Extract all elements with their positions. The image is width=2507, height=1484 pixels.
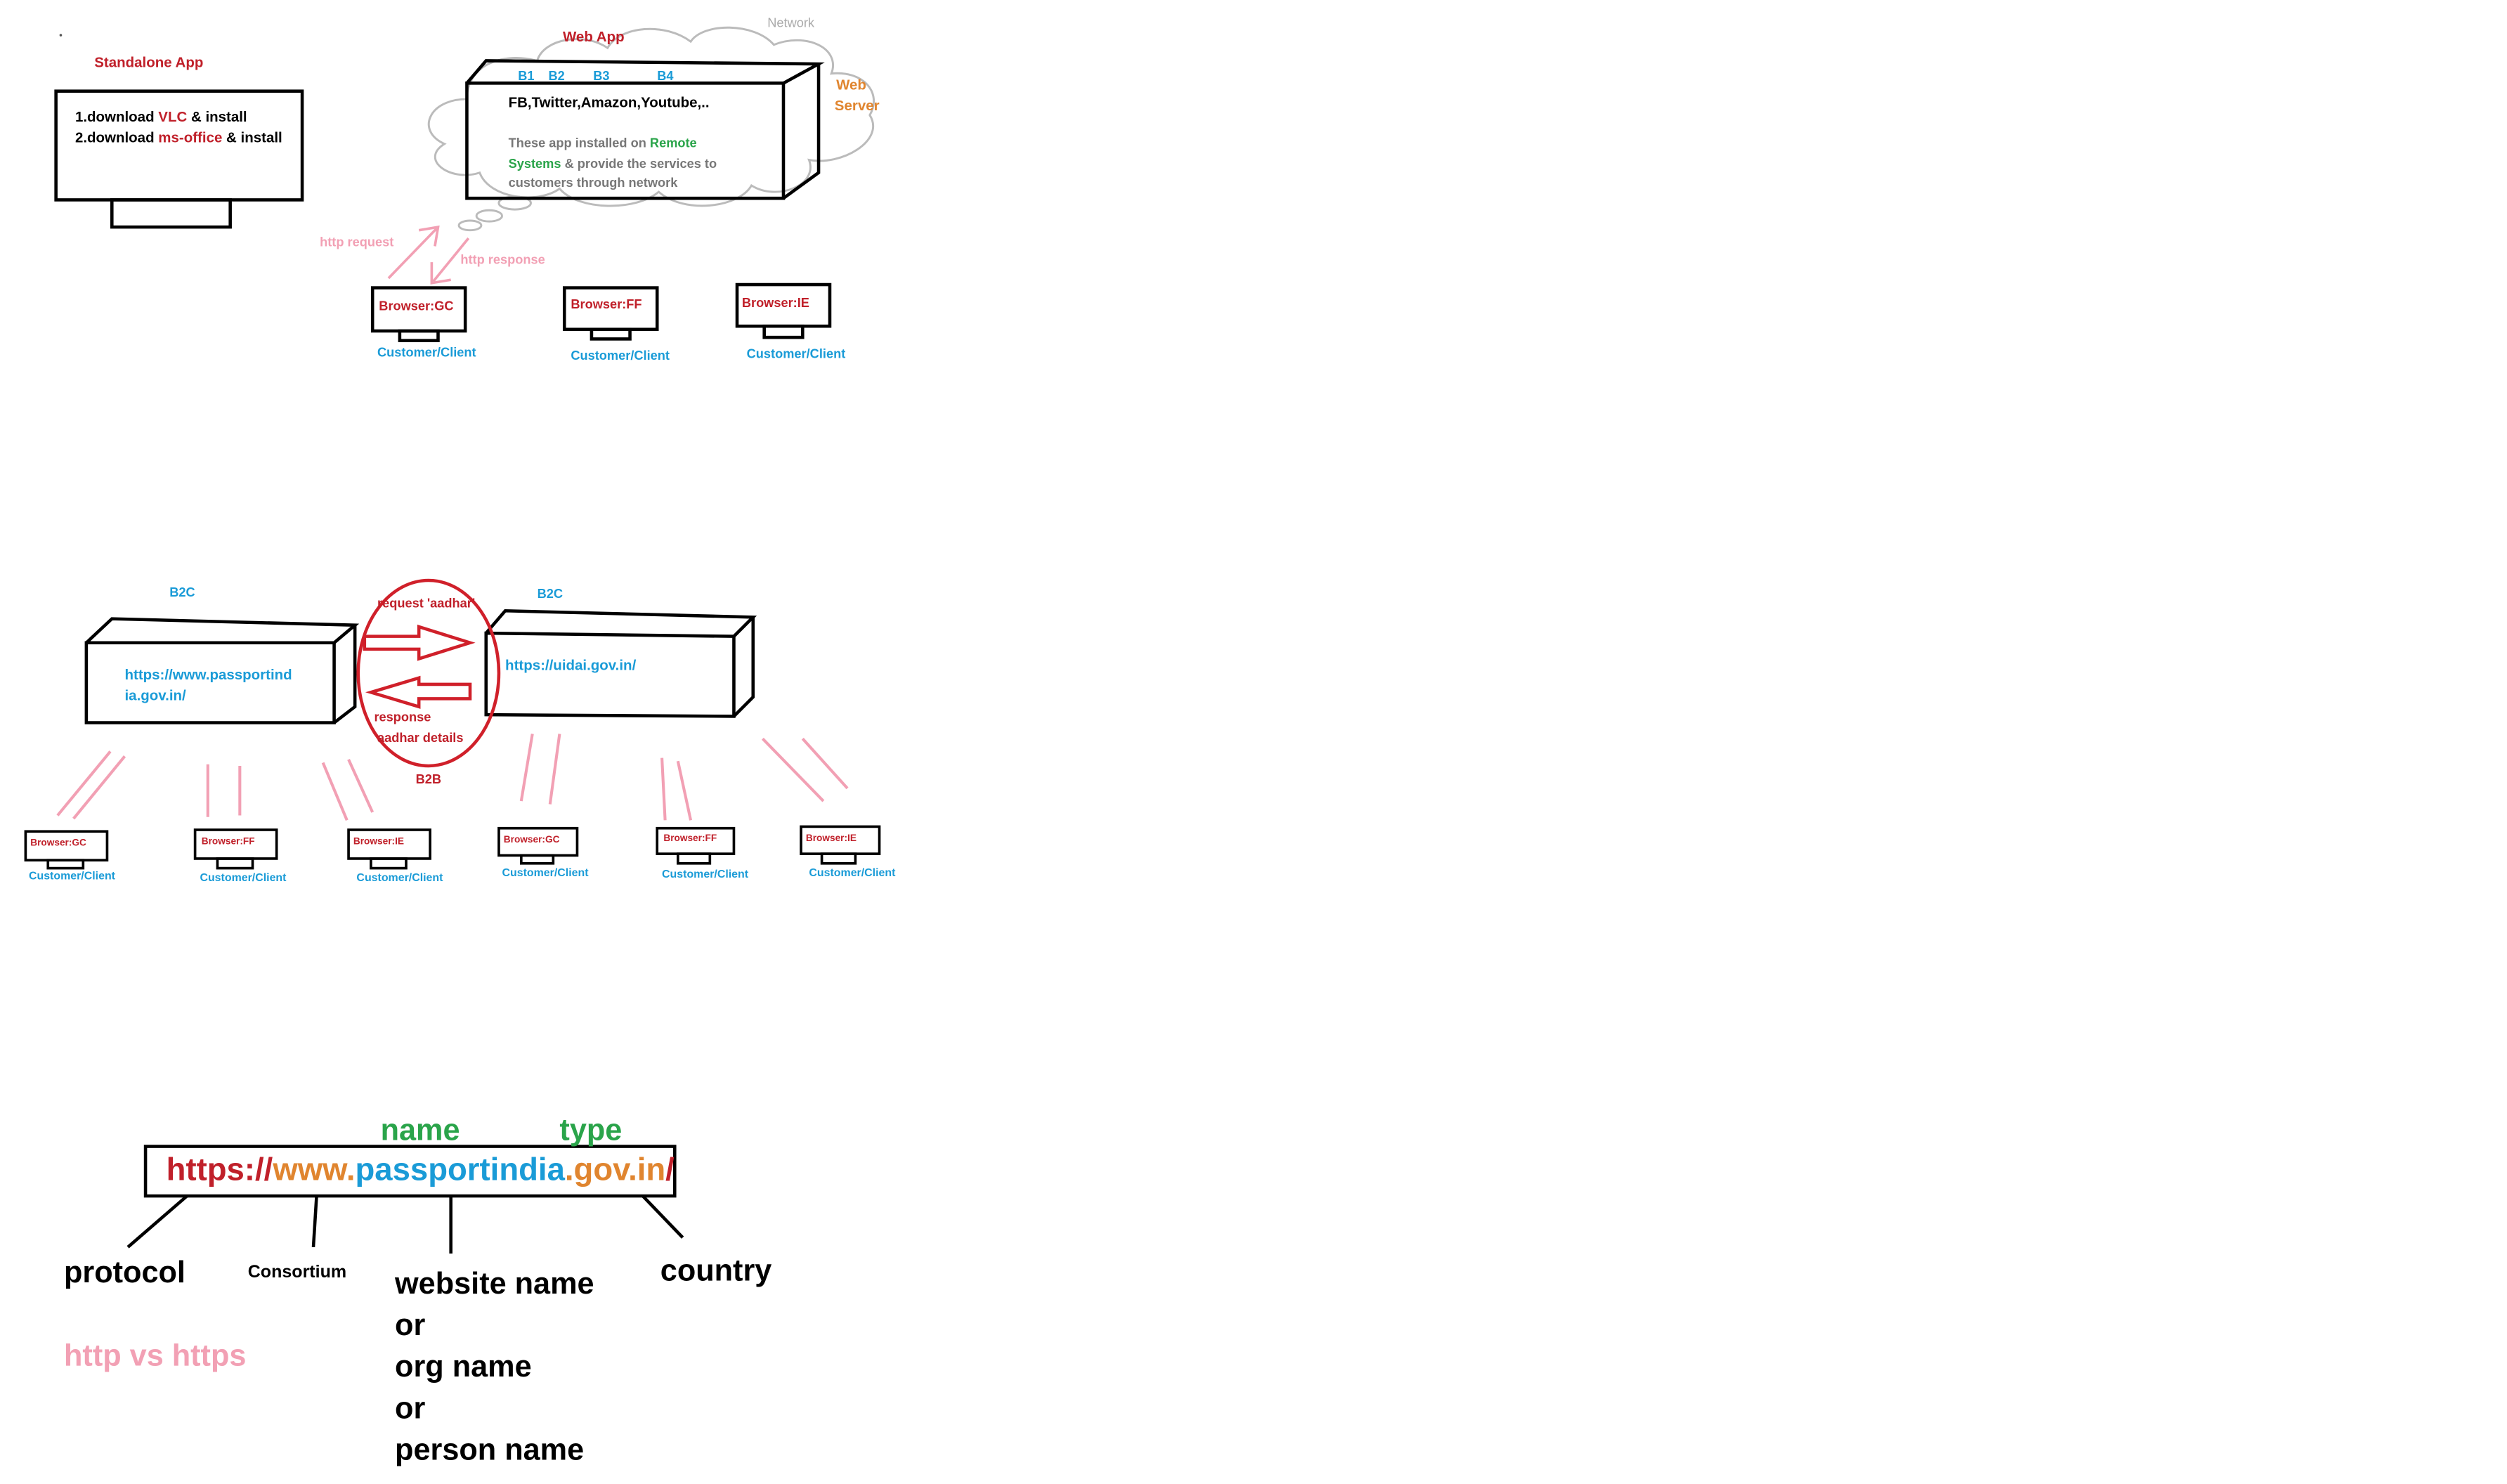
bottom-browser-6: Browser:IE bbox=[805, 834, 857, 845]
bottom-browser-5: Browser:FF bbox=[663, 834, 717, 845]
msoffice-highlight: ms-office bbox=[158, 129, 223, 146]
passport-server-box bbox=[84, 617, 360, 724]
client-role-2: Customer/Client bbox=[571, 349, 670, 363]
http-response-label: http response bbox=[460, 252, 545, 268]
browser-tag-b1: B1 bbox=[518, 68, 535, 84]
request-aadhar-label: request 'aadhar' bbox=[377, 596, 476, 611]
client-connection-lines bbox=[56, 734, 849, 821]
b2b-tag: B2B bbox=[415, 772, 442, 787]
bottom-role-3: Customer/Client bbox=[356, 873, 443, 885]
standalone-monitor bbox=[54, 89, 304, 229]
client-role-3: Customer/Client bbox=[746, 346, 846, 362]
uidai-url: https://uidai.gov.in/ bbox=[505, 657, 637, 673]
http-arrows bbox=[387, 225, 470, 285]
website-label-3: org name bbox=[395, 1350, 532, 1385]
client-browser-ie: Browser:IE bbox=[741, 295, 809, 311]
name-label: name bbox=[380, 1114, 460, 1148]
website-label-1: website name bbox=[395, 1268, 594, 1302]
bottom-role-6: Customer/Client bbox=[809, 868, 896, 880]
line2-suffix: & install bbox=[222, 129, 282, 146]
client-monitors-bottom bbox=[24, 825, 881, 870]
country-label: country bbox=[660, 1255, 772, 1289]
website-label-5: person name bbox=[395, 1434, 585, 1468]
client-browser-ff: Browser:FF bbox=[571, 297, 642, 312]
desc-line-2: Systems & provide the services to bbox=[508, 156, 717, 171]
type-label: type bbox=[559, 1114, 623, 1148]
network-label: Network bbox=[767, 15, 815, 31]
bottom-role-1: Customer/Client bbox=[28, 871, 115, 883]
url-anatomy-drawing bbox=[126, 1145, 684, 1254]
browser-tag-b3: B3 bbox=[593, 68, 610, 84]
consortium-label: Consortium bbox=[247, 1263, 347, 1282]
uidai-server-box bbox=[484, 608, 757, 718]
server-label: Server bbox=[834, 97, 880, 114]
response-label-1: response bbox=[374, 710, 431, 724]
desc-line-1: These app installed on Remote bbox=[508, 136, 697, 150]
url-consortium-part: www. bbox=[273, 1152, 356, 1188]
url-protocol-part: https:// bbox=[166, 1152, 273, 1188]
website-label-4: or bbox=[395, 1392, 426, 1426]
url-type-part: .gov.in bbox=[564, 1152, 666, 1188]
url-example: https://www.passportindia.gov.in/ bbox=[167, 1154, 675, 1187]
client-browser-gc: Browser:GC bbox=[379, 299, 454, 313]
url-slash-part: / bbox=[665, 1152, 675, 1188]
bottom-browser-3: Browser:IE bbox=[353, 838, 404, 848]
website-label-2: or bbox=[395, 1309, 426, 1343]
passport-url-line-1: https://www.passportind bbox=[124, 666, 292, 683]
systems-highlight: Systems bbox=[508, 156, 561, 171]
bottom-browser-2: Browser:FF bbox=[201, 838, 255, 848]
desc-suffix: & provide the services to bbox=[561, 156, 717, 171]
webapp-server-box bbox=[465, 59, 825, 200]
bottom-role-2: Customer/Client bbox=[200, 873, 287, 885]
bottom-role-5: Customer/Client bbox=[662, 869, 749, 881]
webapp-title: Web App bbox=[562, 28, 625, 45]
standalone-line-2: 2.download ms-office & install bbox=[74, 129, 282, 146]
vlc-highlight: VLC bbox=[158, 108, 188, 125]
browser-tag-b2: B2 bbox=[548, 68, 565, 84]
web-label: Web bbox=[836, 77, 866, 93]
line1-suffix: & install bbox=[187, 108, 247, 125]
client-role-1: Customer/Client bbox=[377, 345, 476, 360]
stray-dot bbox=[59, 34, 63, 37]
remote-highlight: Remote bbox=[649, 136, 697, 150]
protocol-label: protocol bbox=[64, 1256, 185, 1291]
bottom-browser-1: Browser:GC bbox=[30, 839, 86, 850]
line1-prefix: 1.download bbox=[74, 108, 159, 125]
passport-url-line-2: ia.gov.in/ bbox=[124, 687, 186, 704]
desc-prefix: These app installed on bbox=[508, 136, 650, 150]
standalone-line-1: 1.download VLC & install bbox=[75, 110, 247, 124]
b2c-right-tag: B2C bbox=[537, 587, 564, 601]
http-vs-https-label: http vs https bbox=[64, 1339, 247, 1374]
bottom-role-4: Customer/Client bbox=[502, 868, 589, 880]
apps-list: FB,Twitter,Amazon,Youtube,.. bbox=[508, 94, 710, 111]
client-monitors-top bbox=[370, 282, 832, 342]
http-request-label: http request bbox=[320, 235, 394, 249]
line2-prefix: 2.download bbox=[74, 129, 159, 146]
response-label-2: aadhar details bbox=[377, 730, 464, 746]
standalone-title: Standalone App bbox=[94, 54, 204, 71]
browser-tag-b4: B4 bbox=[657, 68, 674, 84]
bottom-browser-4: Browser:GC bbox=[503, 836, 560, 846]
b2b-exchange bbox=[356, 578, 501, 768]
desc-line-3: customers through network bbox=[508, 176, 678, 190]
b2c-left-tag: B2C bbox=[169, 585, 195, 600]
url-name-part: passportindia bbox=[355, 1152, 565, 1188]
